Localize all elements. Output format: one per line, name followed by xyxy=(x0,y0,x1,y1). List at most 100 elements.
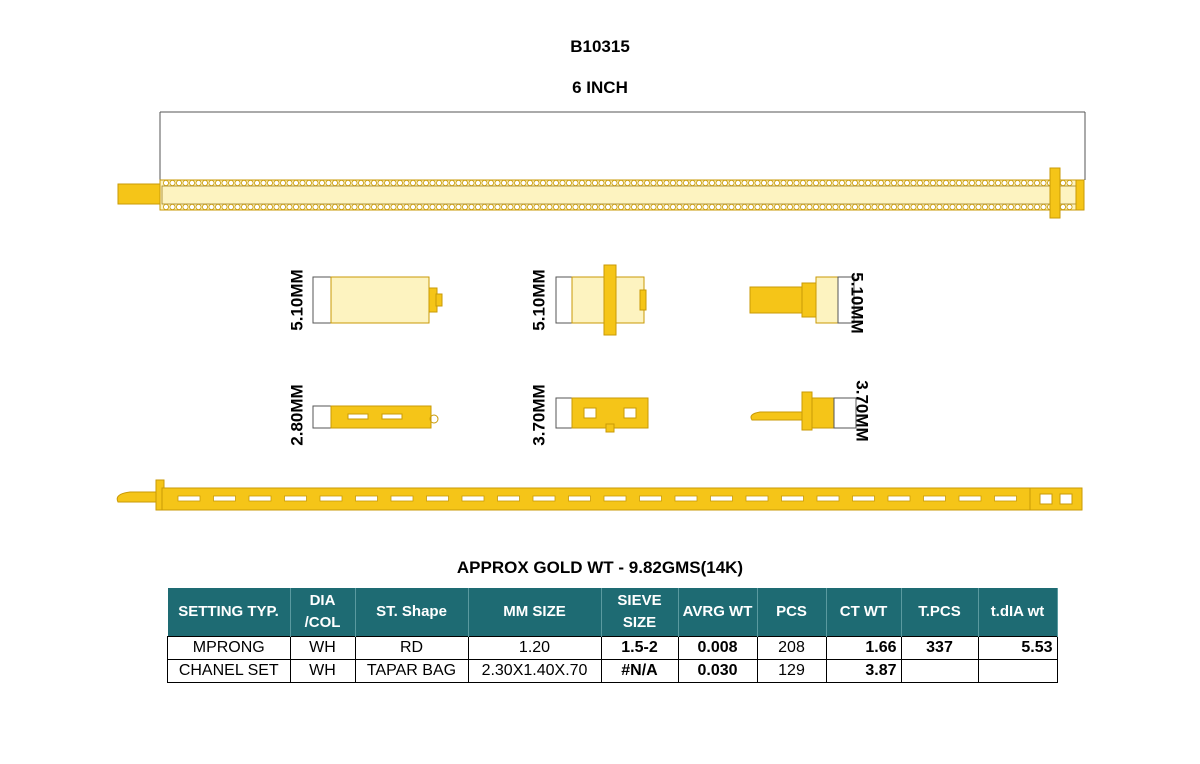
stone-dot xyxy=(572,203,579,210)
stone-dot xyxy=(683,179,690,186)
stone-dot xyxy=(780,179,787,186)
dimension-label-bottom-right: 3.70MM xyxy=(852,380,872,442)
stone-dot xyxy=(858,203,865,210)
stone-dot xyxy=(598,203,605,210)
side-slot xyxy=(745,495,769,502)
stone-dot xyxy=(344,203,351,210)
stone-dot xyxy=(741,203,748,210)
stone-dot xyxy=(988,203,995,210)
stone-dot xyxy=(644,203,651,210)
stone-dot xyxy=(663,203,670,210)
stone-dot xyxy=(943,179,950,186)
col-header: MM SIZE xyxy=(468,588,602,637)
stone-dot xyxy=(279,179,286,186)
stone-dot xyxy=(787,179,794,186)
stone-dot xyxy=(273,203,280,210)
table-cell: 1.5-2 xyxy=(600,636,679,660)
stone-dot xyxy=(930,179,937,186)
stone-dot xyxy=(923,179,930,186)
stone-dot xyxy=(364,203,371,210)
stone-dot xyxy=(663,179,670,186)
stone-dot xyxy=(357,203,364,210)
stone-dot xyxy=(592,203,599,210)
side-slot xyxy=(390,495,414,502)
stone-dot xyxy=(540,179,547,186)
stone-dot xyxy=(637,203,644,210)
table-cell: 337 xyxy=(900,636,979,660)
stone-dot xyxy=(702,203,709,210)
stone-dot xyxy=(832,203,839,210)
stone-dot xyxy=(364,179,371,186)
stone-dot xyxy=(605,203,612,210)
stone-dot xyxy=(1066,203,1073,210)
col-header: CT WT xyxy=(826,588,902,637)
stone-dot xyxy=(448,203,455,210)
stone-dot xyxy=(247,179,254,186)
side-slot xyxy=(674,495,698,502)
stone-dot xyxy=(793,179,800,186)
stone-dot xyxy=(949,203,956,210)
stone-dot xyxy=(1014,203,1021,210)
stone-dot xyxy=(461,203,468,210)
table-cell: RD xyxy=(354,636,469,660)
stone-dot xyxy=(728,179,735,186)
bracelet-top-view xyxy=(117,167,1085,219)
stone-dot xyxy=(982,179,989,186)
stone-dot xyxy=(325,203,332,210)
side-slot xyxy=(532,495,556,502)
stone-dot xyxy=(1066,179,1073,186)
stone-dot xyxy=(624,203,631,210)
stone-dot xyxy=(514,203,521,210)
stone-dot xyxy=(709,179,716,186)
stone-dot xyxy=(370,203,377,210)
stone-dot xyxy=(761,179,768,186)
col-header: SIEVE SIZE xyxy=(601,588,679,637)
table-cell: WH xyxy=(289,659,356,683)
side-view-left xyxy=(312,405,439,429)
stone-dot xyxy=(279,203,286,210)
side-slot xyxy=(852,495,875,502)
stone-dot xyxy=(312,179,319,186)
stone-dot xyxy=(1040,203,1047,210)
table-cell: CHANEL SET xyxy=(167,659,291,683)
stone-dot xyxy=(956,179,963,186)
stone-dot xyxy=(878,179,885,186)
stone-dot xyxy=(1060,203,1067,210)
stone-dot xyxy=(650,203,657,210)
detail-view-right-end xyxy=(749,276,855,324)
stone-dot xyxy=(631,179,638,186)
side-slot xyxy=(426,495,449,502)
stone-dot xyxy=(266,203,273,210)
table-cell: 208 xyxy=(756,636,827,660)
table-cell: 2.30X1.40X.70 xyxy=(467,659,602,683)
stone-dot xyxy=(878,203,885,210)
dimension-label-top-left: 5.10MM xyxy=(287,269,307,331)
stone-dot xyxy=(221,179,228,186)
side-slot xyxy=(994,495,1017,502)
length-label: 6 INCH xyxy=(572,78,628,97)
stone-dot xyxy=(429,203,436,210)
stone-dot xyxy=(728,203,735,210)
table-row: MPRONG WH RD 1.20 1.5-2 0.008 208 1.66 3… xyxy=(167,636,1058,660)
stone-dot xyxy=(988,179,995,186)
stone-dot xyxy=(1001,203,1008,210)
stone-dot xyxy=(487,179,494,186)
stone-dot xyxy=(806,203,813,210)
stone-dot xyxy=(500,203,507,210)
stone-dot xyxy=(494,179,501,186)
bracelet-side-profile xyxy=(116,479,1083,511)
stone-dot xyxy=(748,203,755,210)
stone-dot xyxy=(1027,179,1034,186)
stone-dot xyxy=(214,203,221,210)
stone-dot xyxy=(917,203,924,210)
stone-dot xyxy=(260,203,267,210)
stone-dot xyxy=(338,179,345,186)
stone-dot xyxy=(266,179,273,186)
stone-dot xyxy=(852,203,859,210)
stone-row-top xyxy=(162,179,1073,186)
stone-dot xyxy=(351,203,358,210)
col-header: t.dIA wt xyxy=(978,588,1058,637)
stone-dot xyxy=(826,203,833,210)
stone-dot xyxy=(956,203,963,210)
stone-dot xyxy=(871,179,878,186)
